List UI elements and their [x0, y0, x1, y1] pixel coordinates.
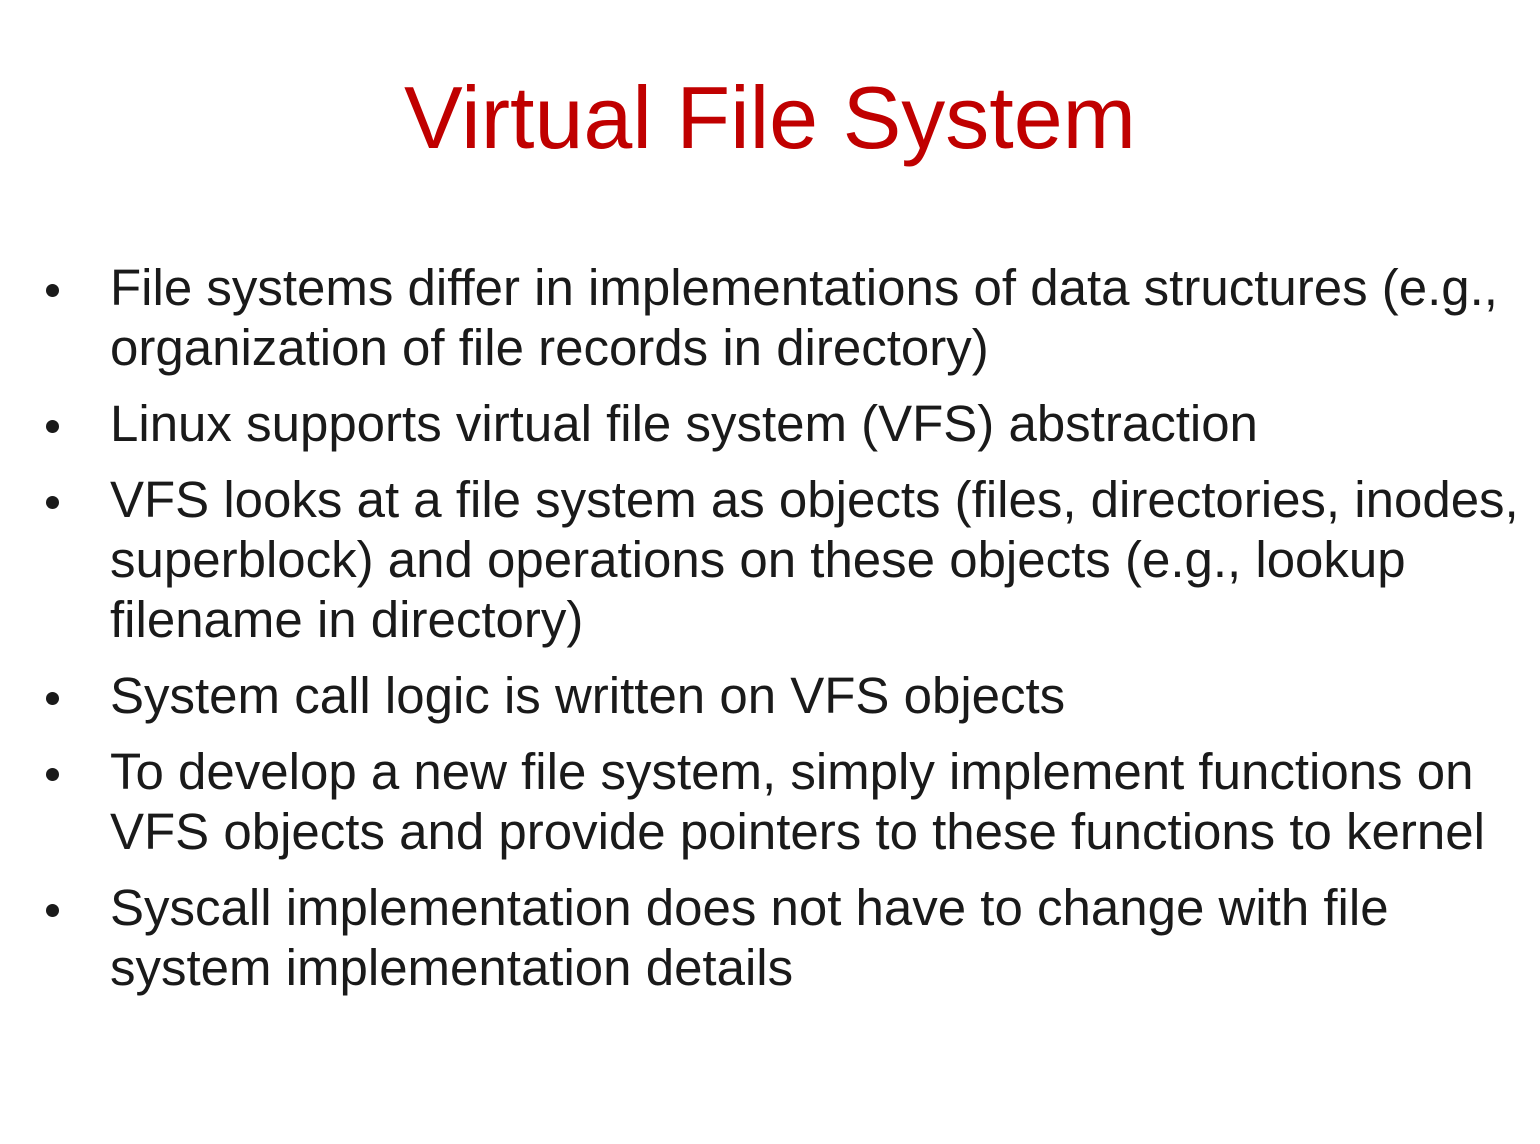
bullet-dot-icon [46, 420, 59, 433]
bullet-text: File systems differ in implementations o… [110, 259, 1498, 376]
bullet-text: To develop a new file system, simply imp… [110, 743, 1485, 860]
bullet-dot-icon [46, 692, 59, 705]
bullet-item: VFS looks at a file system as objects (f… [46, 470, 1530, 650]
bullet-dot-icon [46, 904, 59, 917]
bullet-item: System call logic is written on VFS obje… [46, 666, 1530, 726]
bullet-item: File systems differ in implementations o… [46, 258, 1530, 378]
bullet-dot-icon [46, 496, 59, 509]
bullet-dot-icon [46, 768, 59, 781]
bullet-list: File systems differ in implementations o… [46, 258, 1530, 1014]
bullet-item: To develop a new file system, simply imp… [46, 742, 1530, 862]
bullet-text: VFS looks at a file system as objects (f… [110, 471, 1519, 648]
bullet-item: Syscall implementation does not have to … [46, 878, 1530, 998]
slide-title: Virtual File System [404, 68, 1136, 167]
bullet-text: Linux supports virtual file system (VFS)… [110, 395, 1258, 452]
bullet-dot-icon [46, 284, 59, 297]
bullet-text: System call logic is written on VFS obje… [110, 667, 1066, 724]
bullet-text: Syscall implementation does not have to … [110, 879, 1389, 996]
bullet-item: Linux supports virtual file system (VFS)… [46, 394, 1530, 454]
